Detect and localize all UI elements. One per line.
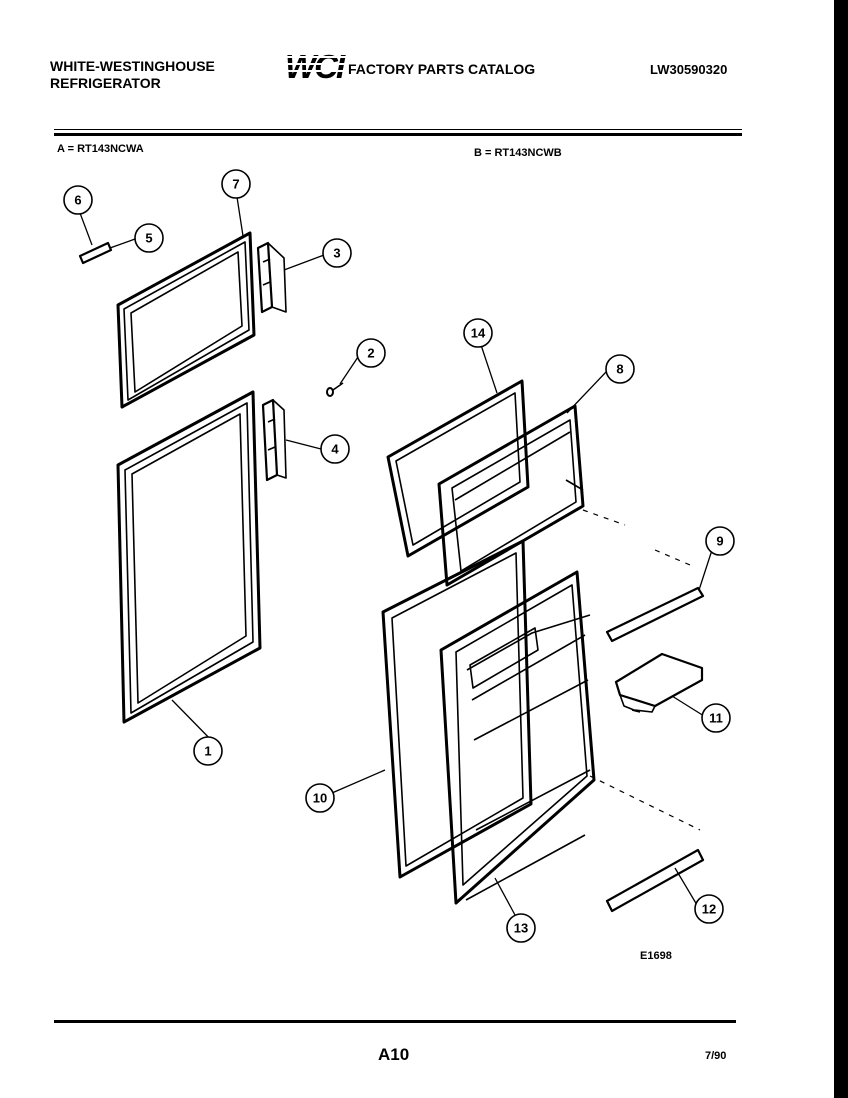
- callout-12: 12: [694, 894, 724, 924]
- svg-text:7: 7: [232, 177, 239, 192]
- part-3-freezer-hinge: [256, 241, 287, 314]
- part-12-bottom-bar: [605, 848, 705, 913]
- callout-3: 3: [322, 238, 352, 268]
- svg-text:12: 12: [702, 902, 716, 917]
- callout-10: 10: [305, 783, 335, 813]
- page-number: A10: [378, 1045, 410, 1064]
- svg-text:5: 5: [145, 231, 152, 246]
- part-10-fresh-food-panel: [381, 539, 533, 879]
- right-edge-bar: [834, 0, 848, 1098]
- brand-block: WHITE-WESTINGHOUSE REFRIGERATOR: [50, 58, 215, 92]
- part-2-screw: [326, 382, 344, 397]
- model-b-label: B = RT143NCWB: [474, 147, 562, 159]
- doc-number: LW30590320: [650, 62, 728, 77]
- callout-6: 6: [63, 185, 93, 215]
- svg-text:13: 13: [514, 921, 528, 936]
- callout-5: 5: [134, 223, 164, 253]
- part-9-shelf-bar: [605, 586, 705, 643]
- svg-text:8: 8: [616, 362, 623, 377]
- figure-id: E1698: [640, 950, 672, 962]
- callout-4: 4: [320, 434, 350, 464]
- svg-text:3: 3: [333, 246, 340, 261]
- svg-text:10: 10: [313, 791, 327, 806]
- revision-date: 7/90: [705, 1050, 727, 1062]
- svg-text:9: 9: [716, 534, 723, 549]
- callout-14: 14: [463, 318, 493, 348]
- callout-7: 7: [221, 169, 251, 199]
- part-8-freezer-liner: [437, 404, 585, 587]
- callout-11: 11: [701, 703, 731, 733]
- part-11-dairy-bin: [614, 652, 704, 713]
- header-rule-thick: [54, 133, 742, 136]
- part-7-freezer-gasket: [116, 231, 256, 409]
- callout-9: 9: [705, 526, 735, 556]
- footer-rule: [54, 1020, 736, 1023]
- catalog-title: FACTORY PARTS CATALOG: [348, 61, 536, 77]
- part-1-fresh-food-gasket: [116, 390, 262, 724]
- svg-text:14: 14: [471, 326, 486, 341]
- svg-text:4: 4: [331, 442, 339, 457]
- callout-13: 13: [506, 913, 536, 943]
- wci-logo: WCI: [283, 48, 347, 82]
- header-rule-thin: [54, 129, 742, 130]
- svg-text:1: 1: [204, 744, 211, 759]
- assembly-guide-lines: [582, 509, 701, 831]
- svg-text:6: 6: [74, 193, 81, 208]
- svg-text:11: 11: [709, 711, 723, 726]
- callout-8: 8: [605, 354, 635, 384]
- brand-name: WHITE-WESTINGHOUSE: [50, 58, 215, 74]
- part-5-6-handle-trim: [78, 241, 113, 265]
- part-4-fresh-food-hinge: [261, 398, 287, 482]
- model-a-label: A = RT143NCWA: [57, 143, 144, 155]
- callout-1: 1: [193, 736, 223, 766]
- part-14-freezer-panel: [386, 379, 530, 558]
- part-13-fresh-food-liner: [439, 570, 596, 905]
- product-type: REFRIGERATOR: [50, 75, 161, 91]
- svg-text:2: 2: [367, 346, 374, 361]
- callout-2: 2: [356, 338, 386, 368]
